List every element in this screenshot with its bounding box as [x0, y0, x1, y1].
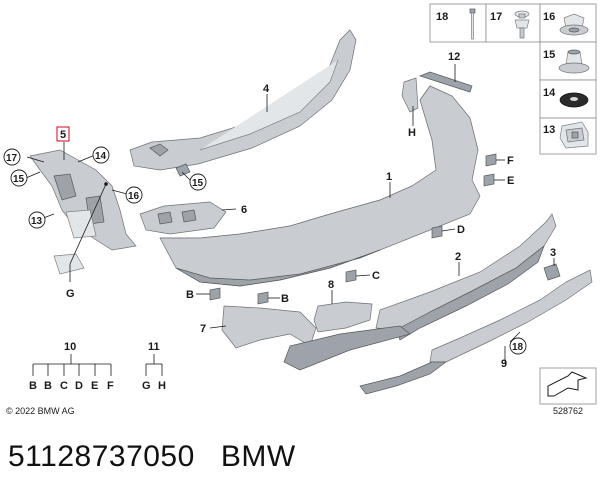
callout-b-1: B	[186, 289, 194, 301]
callout-15b: 15	[192, 178, 204, 189]
leader-lines	[25, 64, 555, 364]
legend-label-18: 18	[436, 11, 448, 23]
callout-13-circle	[28, 211, 46, 229]
callout-5: 5	[60, 129, 66, 141]
legend-box-17	[485, 3, 541, 43]
group-10-item-c: C	[60, 380, 68, 392]
legend-label-14: 14	[543, 87, 556, 99]
callout-g: G	[66, 288, 75, 300]
callout-17: 17	[6, 153, 18, 164]
callout-labels: 1 2 3 4 5 6 7 8 9 12	[56, 51, 556, 370]
parts-diagram: 18 17 16 15 14 13	[3, 3, 597, 405]
callout-13: 13	[31, 216, 43, 227]
screw-clip-icon	[514, 10, 530, 39]
callout-e: E	[507, 175, 514, 187]
callout-12: 12	[448, 51, 460, 63]
letter-callouts: G B B C D E F H	[66, 127, 514, 305]
part-g-clip	[53, 253, 85, 275]
callout-14-circle	[92, 146, 110, 164]
group-10-item-b1: B	[29, 380, 37, 392]
callout-7: 7	[200, 323, 206, 335]
group-11-label: 11	[148, 341, 160, 353]
part-4-carrier	[129, 29, 357, 177]
callout-15a: 15	[13, 174, 25, 185]
expanding-nut-icon	[558, 49, 590, 74]
callout-15a-circle	[10, 169, 28, 187]
part-8-trim	[313, 301, 373, 333]
callout-8: 8	[328, 279, 334, 291]
pin-icon	[469, 8, 476, 40]
callout-c: C	[372, 270, 380, 282]
group-10-tree: 10 B B C D E F	[29, 341, 114, 392]
direction-arrow-icon	[547, 371, 588, 397]
callout-15b-circle	[189, 173, 207, 191]
callout-14: 14	[95, 151, 107, 162]
legend-label-17: 17	[490, 11, 502, 23]
group-10-item-f: F	[107, 380, 114, 392]
brand-name: BMW	[220, 440, 296, 473]
callout-17-circle	[3, 148, 21, 166]
group-11-item-g: G	[142, 380, 151, 392]
callout-4: 4	[263, 83, 270, 95]
direction-arrow-box	[539, 367, 597, 405]
copyright-text: © 2022 BMW AG	[6, 406, 75, 416]
callout-2: 2	[455, 251, 461, 263]
part-7-trim	[221, 305, 411, 371]
group-10-item-e: E	[91, 380, 98, 392]
group-10-label: 10	[64, 341, 76, 353]
callout-9: 9	[501, 358, 507, 370]
group-10-item-d: D	[75, 380, 83, 392]
callout-f: F	[507, 155, 514, 167]
small-clips	[209, 153, 497, 305]
callout-6: 6	[241, 204, 247, 216]
part-3-plug	[543, 263, 561, 281]
part-1-bumper-cover	[159, 85, 481, 287]
callout-5-highlight-box	[56, 126, 70, 142]
circled-callouts: 17 15 14 13 16 15 18	[3, 146, 527, 355]
part-9-lower-trim	[359, 269, 593, 395]
part-5-left-bracket	[29, 149, 137, 251]
callout-18: 18	[512, 342, 524, 353]
part-12-strip	[418, 71, 473, 93]
callout-h: H	[408, 127, 416, 139]
part-number: 51128737050	[8, 440, 195, 473]
callout-3: 3	[550, 247, 556, 259]
leader-dot	[104, 182, 108, 186]
group-11-item-h: H	[158, 380, 166, 392]
group-10-item-b2: B	[44, 380, 52, 392]
legend-box-18	[429, 3, 487, 43]
callout-16: 16	[128, 191, 140, 202]
part-h-bracket	[401, 77, 419, 113]
callout-d: D	[457, 224, 465, 236]
rubber-ring-icon	[559, 92, 589, 108]
group-11-tree: 11 G H	[142, 341, 166, 392]
diagram-reference: 528762	[553, 406, 584, 416]
legend-label-15: 15	[543, 49, 555, 61]
part-6-bracket	[139, 201, 227, 235]
legend-label-13: 13	[543, 124, 555, 136]
clip-plate-icon	[559, 121, 589, 149]
callout-18-circle	[509, 337, 527, 355]
part-caption: 51128737050 BMW	[8, 440, 322, 474]
callout-1: 1	[386, 171, 392, 183]
callout-b-2: B	[281, 293, 289, 305]
legend-label-16: 16	[543, 11, 555, 23]
callout-16-circle	[125, 186, 143, 204]
clip-nut-icon	[559, 13, 589, 36]
legend-grid: 18 17 16 15 14 13	[429, 3, 597, 155]
